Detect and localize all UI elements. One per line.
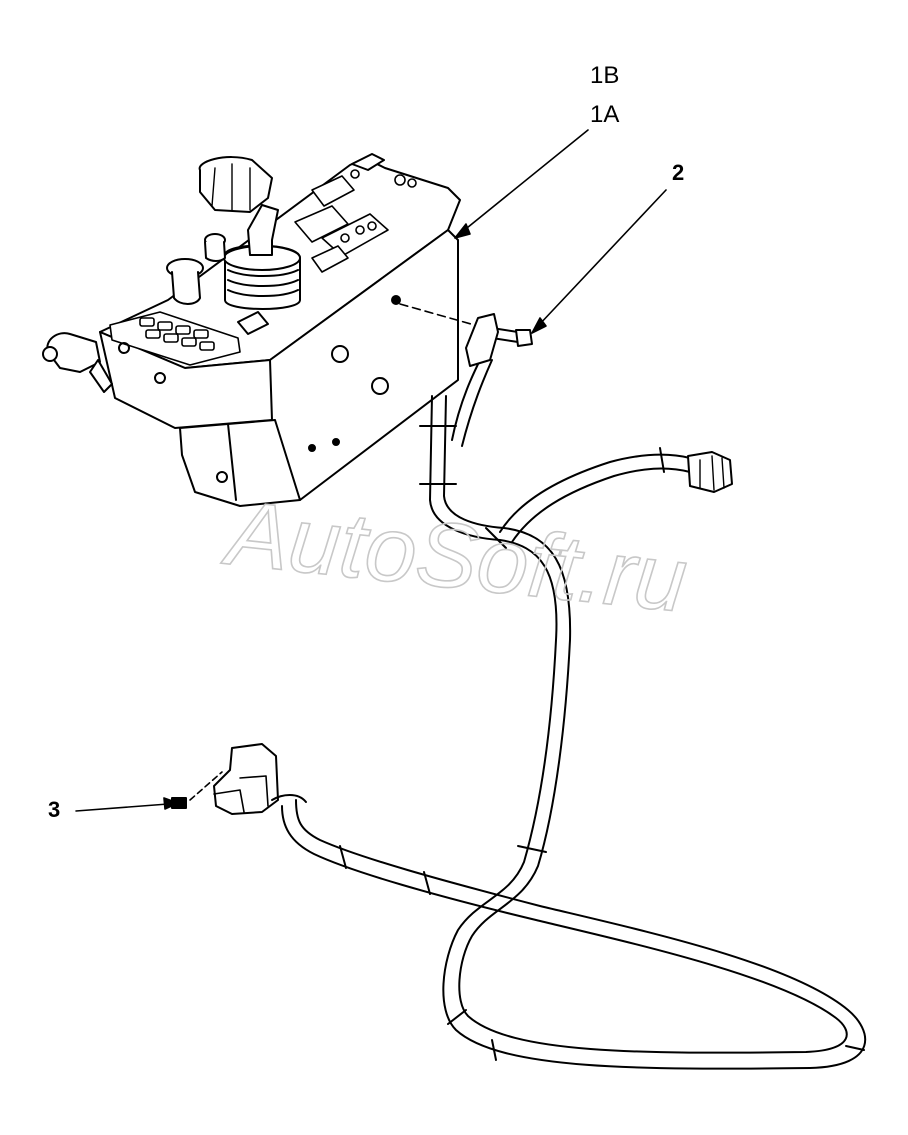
keypad [109, 311, 241, 366]
callout-label-1b: 1B [590, 62, 620, 89]
housing-bolt [216, 471, 228, 483]
harness-connectors [213, 313, 733, 815]
harness-cable-outer [295, 395, 867, 1070]
connector-lower-left [213, 743, 279, 815]
leader-1a [461, 129, 589, 233]
tape-band [659, 447, 665, 473]
leader-3 [75, 803, 169, 812]
connector-upper-right [687, 451, 733, 493]
tape-band [339, 845, 347, 869]
housing-seam [227, 423, 237, 501]
console-lower-housing [179, 419, 301, 507]
leader-2 [537, 189, 667, 327]
harness-cable-inner [281, 395, 848, 1054]
harness-branch-outer [499, 453, 691, 533]
harness-branch-inner [511, 467, 691, 543]
tape-band [447, 1009, 467, 1025]
tape-band [485, 527, 507, 549]
side-handle [42, 332, 166, 393]
leader-lines [75, 129, 667, 812]
arrow-1a [454, 223, 471, 239]
connector-pigtail [465, 313, 499, 367]
callout-label-1a: 1A [590, 101, 620, 128]
arrow-2 [531, 317, 547, 334]
assembly-dash-line-3 [189, 771, 223, 801]
tape-band [845, 1045, 865, 1051]
console-mount-tab [351, 153, 385, 171]
screw-part-3 [171, 797, 187, 809]
tape-band [517, 845, 547, 853]
control-knobs [166, 233, 269, 335]
tape-band [491, 1039, 497, 1061]
console-fasteners [308, 295, 401, 452]
tape-band [423, 871, 431, 895]
display-panels [294, 169, 417, 273]
callout-label-2: 2 [672, 160, 685, 185]
callout-label-3: 3 [48, 797, 61, 822]
wiring-harness [281, 355, 867, 1070]
joystick [198, 156, 301, 310]
assembly-dash-line [399, 303, 479, 327]
control-console [42, 153, 461, 507]
